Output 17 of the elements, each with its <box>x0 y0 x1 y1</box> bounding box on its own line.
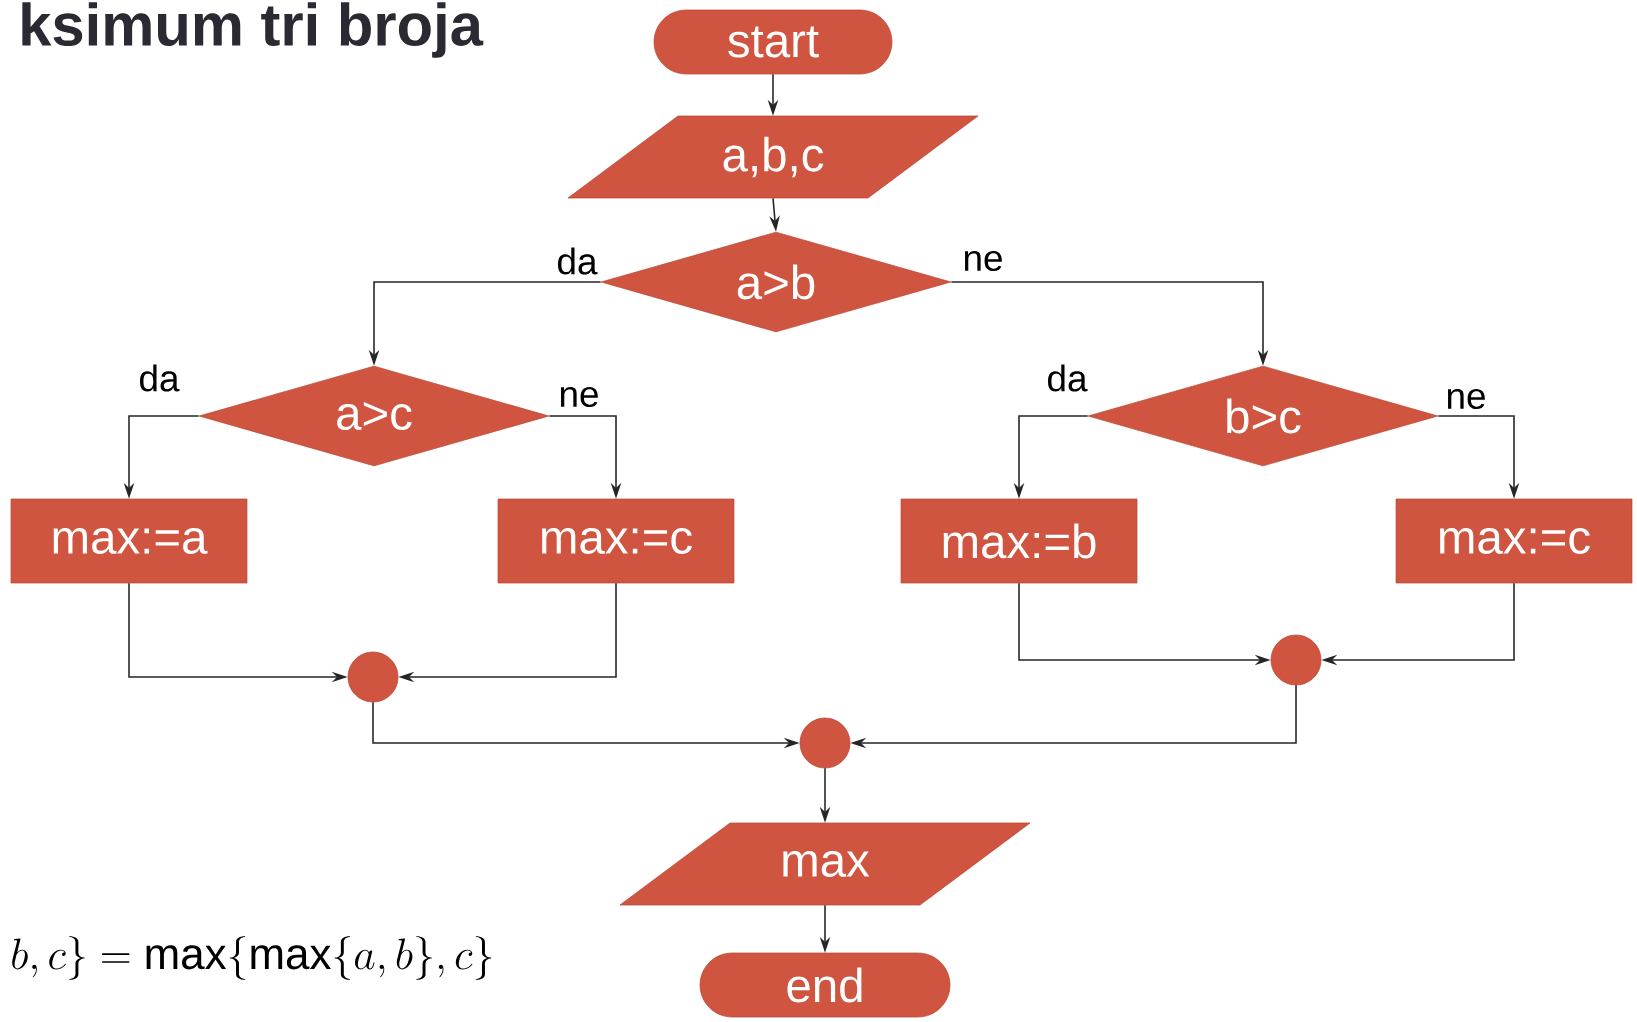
process-box: max:=b <box>900 498 1138 584</box>
edge-label: da <box>558 247 598 275</box>
process-box: max:=c <box>1395 498 1633 584</box>
process-box: max:=c <box>497 498 735 584</box>
process-box: max:=a <box>10 498 248 584</box>
title: ksimum tri broja <box>22 2 484 58</box>
formula: $b,c\} = \max\{\max\{a,b\},c\}$ <box>12 936 492 980</box>
terminal-box: end <box>699 952 951 1018</box>
terminal-box: start <box>653 9 893 75</box>
edge-label: ne <box>560 386 598 408</box>
connector-circle <box>347 651 399 703</box>
edge-label: da <box>140 364 180 392</box>
connector-circle <box>1270 634 1322 686</box>
edge-label: ne <box>1447 388 1485 410</box>
edge-label: da <box>1048 364 1088 392</box>
edge-label: ne <box>964 250 1002 272</box>
connector-circle <box>799 717 851 769</box>
